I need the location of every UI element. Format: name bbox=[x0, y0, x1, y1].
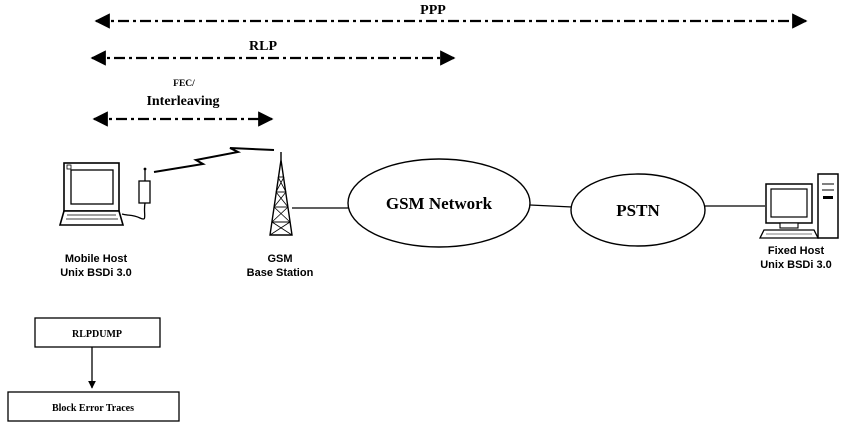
interleaving-label: Interleaving bbox=[146, 94, 219, 109]
desktop-computer-icon bbox=[758, 173, 839, 239]
fixed-host-os-label: Unix BSDi 3.0 bbox=[760, 259, 832, 271]
rlp-label: RLP bbox=[249, 39, 277, 54]
antenna-tower-icon bbox=[269, 152, 293, 236]
laptop-icon bbox=[58, 162, 125, 226]
gsm-network-node: GSM Network bbox=[347, 158, 531, 248]
ppp-label: PPP bbox=[420, 3, 446, 18]
fixed-host-label: Fixed Host bbox=[768, 245, 825, 257]
gsm-network-label: GSM Network bbox=[386, 194, 493, 213]
fec-label: FEC/ bbox=[173, 79, 195, 89]
rlp-span: RLP bbox=[90, 39, 456, 66]
mobile-host-os-label: Unix BSDi 3.0 bbox=[60, 267, 132, 279]
base-station-sub-label: Base Station bbox=[247, 267, 314, 279]
ppp-span: PPP bbox=[94, 3, 808, 29]
mobile-host-label: Mobile Host bbox=[65, 253, 128, 265]
block-error-traces-label: Block Error Traces bbox=[52, 403, 134, 414]
rlpdump-box: RLPDUMP bbox=[34, 317, 161, 348]
cell-phone-icon bbox=[121, 167, 151, 220]
base-station-label: GSM bbox=[267, 253, 292, 265]
block-error-traces-box: Block Error Traces bbox=[7, 391, 180, 422]
pstn-node: PSTN bbox=[570, 173, 706, 247]
link-gsm-pstn bbox=[529, 204, 573, 208]
fec-span: FEC/ Interleaving bbox=[92, 79, 274, 127]
wireless-link-icon bbox=[153, 147, 275, 173]
rlpdump-label: RLPDUMP bbox=[72, 329, 122, 340]
pstn-label: PSTN bbox=[616, 201, 660, 220]
